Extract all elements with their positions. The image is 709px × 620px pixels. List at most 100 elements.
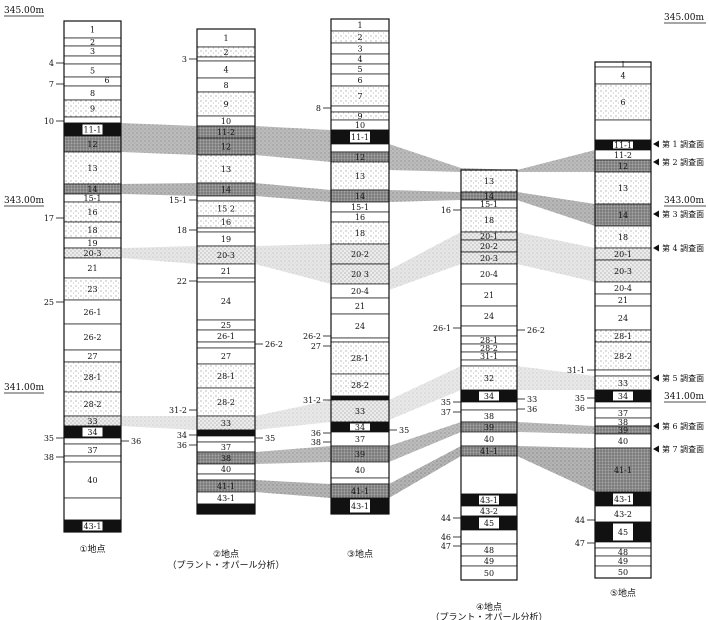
layer-label: 23 — [87, 285, 97, 294]
layer-label: 28-1 — [84, 373, 102, 382]
layer-label: 33 — [87, 417, 97, 426]
layer-label-box — [350, 423, 370, 431]
layer-label: 20-3 — [84, 249, 102, 258]
side-label: 44 — [441, 514, 451, 523]
layer-label: 33 — [221, 419, 231, 428]
layer-label-box — [479, 391, 499, 401]
side-label: 31-1 — [567, 366, 585, 375]
survey-surface-label: 第 5 調査面 — [662, 373, 704, 383]
side-label: 15-1 — [169, 196, 187, 205]
layer-cell — [63, 116, 122, 124]
layer-label: 4 — [223, 66, 228, 75]
column-5: 14611-111-21213141820-120-320-4212428-12… — [567, 61, 652, 599]
layer-label: 1 — [90, 26, 95, 35]
layer-label: 13 — [618, 184, 628, 193]
survey-marker-arrow — [653, 244, 659, 252]
side-label: 26-2 — [303, 332, 321, 341]
layer-label: 19 — [221, 235, 231, 244]
layer-cell — [196, 473, 256, 481]
layer-label: 5 — [90, 67, 95, 76]
layer-label: 28-1 — [351, 354, 369, 363]
layer-label: 21 — [618, 296, 628, 305]
side-label: 35 — [399, 426, 409, 435]
layer-label: 28-2 — [480, 344, 498, 353]
layer-label: 39 — [618, 426, 628, 435]
layer-cell — [594, 401, 652, 409]
layer-label: 18 — [484, 216, 494, 225]
layer-label: 34 — [355, 423, 365, 432]
layer-label: 39 — [355, 450, 365, 459]
layer-cell — [594, 369, 652, 377]
survey-marker-arrow — [653, 158, 659, 166]
side-label: 36 — [311, 429, 321, 438]
layer-label: 7 — [357, 92, 362, 101]
layer-label: 18 — [355, 229, 365, 238]
survey-surface-label: 第 2 調査面 — [662, 157, 704, 167]
layer-cell — [63, 461, 122, 499]
layer-label-box — [82, 521, 103, 531]
layer-label: 45 — [618, 528, 628, 537]
layer-label: 27 — [87, 352, 97, 361]
side-label: 18 — [177, 226, 187, 235]
layer-label: 9 — [357, 112, 362, 121]
layer-label: 2 — [357, 33, 362, 42]
survey-marker-arrow — [653, 210, 659, 218]
elevation-label-343-right: 343.00m — [664, 196, 704, 206]
layer-cell — [330, 337, 390, 343]
layer-label: 9 — [223, 100, 228, 109]
layer-label: 16 — [87, 208, 97, 217]
layer-label: 2 — [223, 48, 228, 57]
layer-label: 43-1 — [217, 494, 235, 503]
layer-cell — [594, 171, 652, 205]
layer-label: 13 — [355, 172, 365, 181]
side-label: 27 — [311, 342, 321, 351]
layer-label: 48 — [618, 548, 628, 557]
layer-label: 19 — [87, 239, 97, 248]
layer-label: 24 — [221, 297, 231, 306]
layer-label: 2 — [90, 38, 95, 47]
layer-label: 34 — [484, 392, 494, 401]
layer-label: 28-1 — [480, 336, 498, 345]
layer-label: 15-1 — [84, 194, 102, 203]
side-label: 36 — [177, 441, 187, 450]
layer-label: 6 — [620, 98, 625, 107]
elevation-label-341-left: 341.00m — [4, 383, 44, 393]
layer-cell — [196, 277, 256, 283]
layer-label: 37 — [355, 435, 365, 444]
layer-label: 15-1 — [351, 203, 369, 212]
layer-label: 34 — [618, 392, 628, 401]
side-label: 38 — [44, 453, 54, 462]
layer-label: 12 — [618, 162, 628, 171]
layer-cell — [460, 455, 518, 495]
side-label: 3 — [182, 55, 187, 64]
layer-label: 24 — [618, 314, 628, 323]
layer-label: 21 — [221, 267, 231, 276]
layer-label: 28-2 — [614, 352, 632, 361]
layer-label: 1 — [223, 34, 228, 43]
column-frame — [63, 20, 122, 533]
column-4: 131415-11820-120-220-320-4212428-128-231… — [430, 169, 548, 620]
layer-label: 43-1 — [351, 502, 369, 511]
layer-label-box — [479, 517, 499, 529]
layer-label: 50 — [618, 568, 628, 577]
side-label: 33 — [527, 395, 537, 404]
layer-label: 43-1 — [480, 496, 498, 505]
elevation-label-341-right: 341.00m — [664, 392, 704, 402]
side-label: 6 — [104, 76, 109, 85]
survey-surface-label: 第 3 調査面 — [662, 209, 704, 219]
layer-cell — [63, 497, 122, 521]
column-caption: ①地点 — [79, 543, 105, 555]
elevation-labels: 345.00m 343.00m 341.00m 345.00m 343.00m … — [4, 6, 706, 403]
layer-label: 41-1 — [351, 487, 369, 496]
side-label: 35 — [575, 394, 585, 403]
layer-label: 14 — [484, 192, 494, 201]
layer-label: 38 — [484, 412, 494, 421]
survey-surface-label: 第 7 調査面 — [662, 444, 704, 454]
layer-label: 28-1 — [614, 332, 632, 341]
layer-label: 20-4 — [614, 284, 632, 293]
survey-surface-label: 第 4 調査面 — [662, 243, 704, 253]
layer-label: 43-2 — [480, 507, 498, 516]
side-label: 8 — [316, 104, 321, 113]
layer-label: 43-2 — [614, 510, 632, 519]
column-frame — [594, 61, 652, 579]
